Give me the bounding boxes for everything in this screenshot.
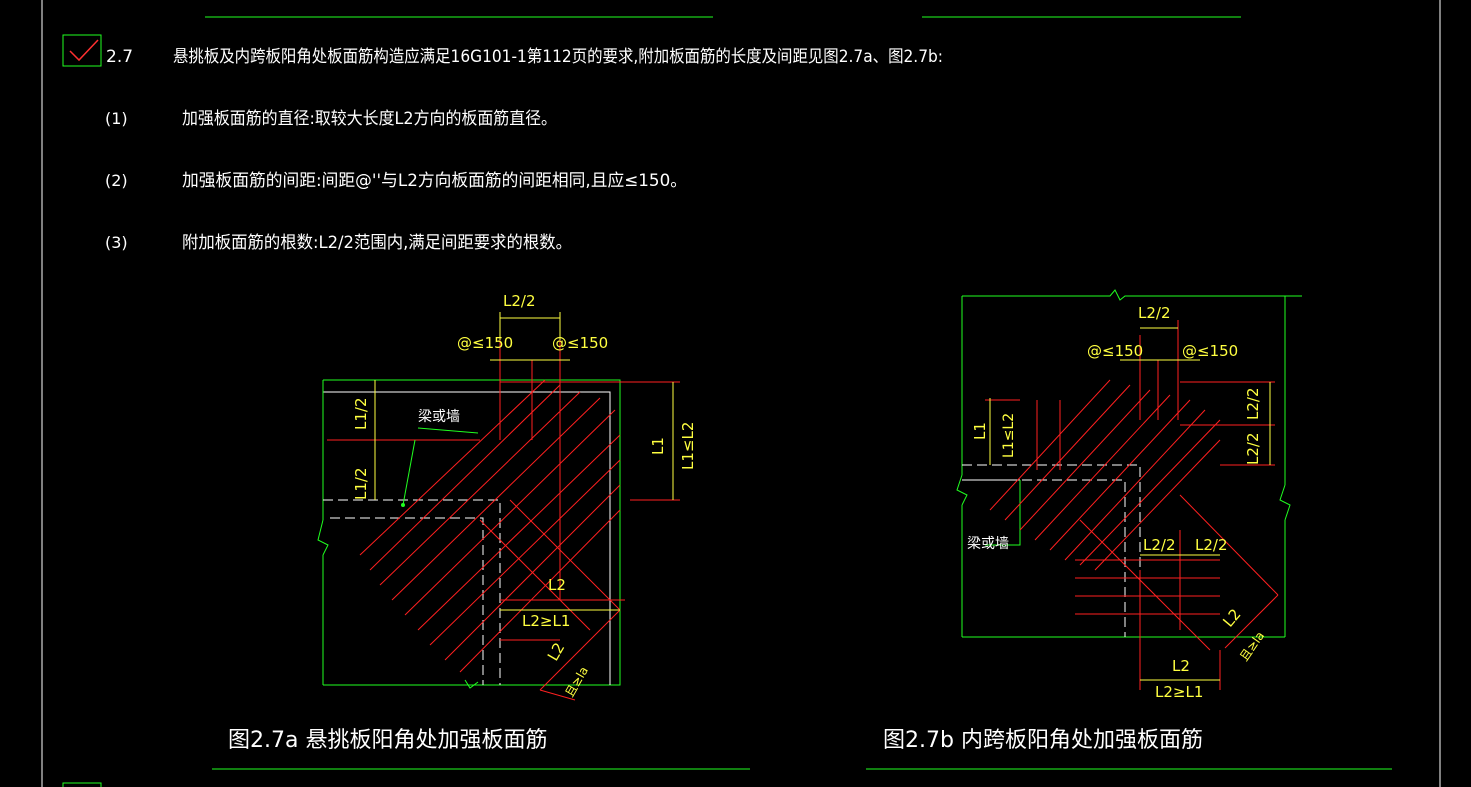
fig-a-label-l1-le-l2: L1≤L2 [679,422,697,470]
fig-b-label-l1: L1 [971,422,989,440]
fig-a-caption: 图2.7a 悬挑板阳角处加强板面筋 [228,728,547,753]
fig-b-label-spacing-right: @≤150 [1182,342,1238,360]
fig-b-label-l2-half-r1: L2/2 [1244,388,1262,421]
fig-a-label-l2-horiz: L2 [548,576,566,594]
fig-a-beam-dashed-outer [323,499,501,685]
fig-b-label-l2-bottom: L2 [1172,657,1190,675]
fig-b-caption: 图2.7b 内跨板阳角处加强板面筋 [883,728,1203,753]
fig-b-label-l1-le-l2: L1≤L2 [1001,413,1017,458]
next-checkbox[interactable] [62,782,102,787]
section-number: 2.7 [106,47,133,67]
item-3-number: (3) [105,233,128,252]
item-1-number: (1) [105,109,128,128]
fig-a-outline-inner [323,391,611,685]
fig-b-label-l2-ge-l1: L2≥L1 [1155,683,1203,701]
item-3-text: 附加板面筋的根数:L2/2范围内,满足间距要求的根数。 [182,233,572,253]
fig-b-horizontal-rebars [1075,559,1220,615]
fig-a-label-l2-half: L2/2 [503,292,536,310]
fig-b-diagonal-rebars [989,379,1221,571]
fig-a-label-la: 且≥la [562,664,590,699]
section-checkbox[interactable] [62,34,102,67]
fig-b-label-l2-half-r2: L2/2 [1244,433,1262,466]
fig-a-label-l2-ge-l1: L2≥L1 [522,612,570,630]
item-2-number: (2) [105,171,128,190]
fig-a-label-l1: L1 [649,437,667,455]
fig-b-label-la: 且≥la [1237,629,1267,664]
fig-b-label-l2-diag: L2 [1219,605,1244,630]
fig-b-label-spacing-left: @≤150 [1087,342,1143,360]
fig-a-beam-dashed-inner [330,517,484,685]
item-2-text: 加强板面筋的间距:间距@''与L2方向板面筋的间距相同,且应≤150。 [182,171,687,191]
fig-a-outline [323,379,621,686]
fig-a-label-l1-half-bottom: L1/2 [352,468,370,501]
fig-a-label-l1-half-top: L1/2 [352,398,370,431]
fig-b-label-l2-half-top: L2/2 [1138,304,1171,322]
fig-b-label-l2-half-m2: L2/2 [1195,536,1228,554]
fig-b-label-l2-half-m1: L2/2 [1143,536,1176,554]
check-icon [69,39,99,62]
fig-a-label-spacing-right: @≤150 [552,334,608,352]
fig-a-diagonal-rebars [359,379,621,673]
fig-a-break-mark [317,519,329,556]
fig-a-label-l2-diag: L2 [544,639,569,664]
fig-a-label-spacing-left: @≤150 [457,334,513,352]
figure-a: L2/2 @≤150 @≤150 L1/2 L1/2 梁或墙 L1 L1≤L2 … [212,292,750,770]
fig-b-beam-dashed-inner [962,479,1126,637]
section-text: 悬挑板及内跨板阳角处板面筋构造应满足16G101-1第112页的要求,附加板面筋… [173,47,943,67]
item-1-text: 加强板面筋的直径:取较大长度L2方向的板面筋直径。 [182,109,557,129]
figure-b: L2/2 @≤150 @≤150 L1 L1≤L2 L2/2 L2/2 梁或墙 … [866,289,1392,770]
fig-b-label-beam: 梁或墙 [967,536,1009,552]
fig-b-outline [962,289,1302,301]
fig-a-label-beam: 梁或墙 [418,409,460,425]
